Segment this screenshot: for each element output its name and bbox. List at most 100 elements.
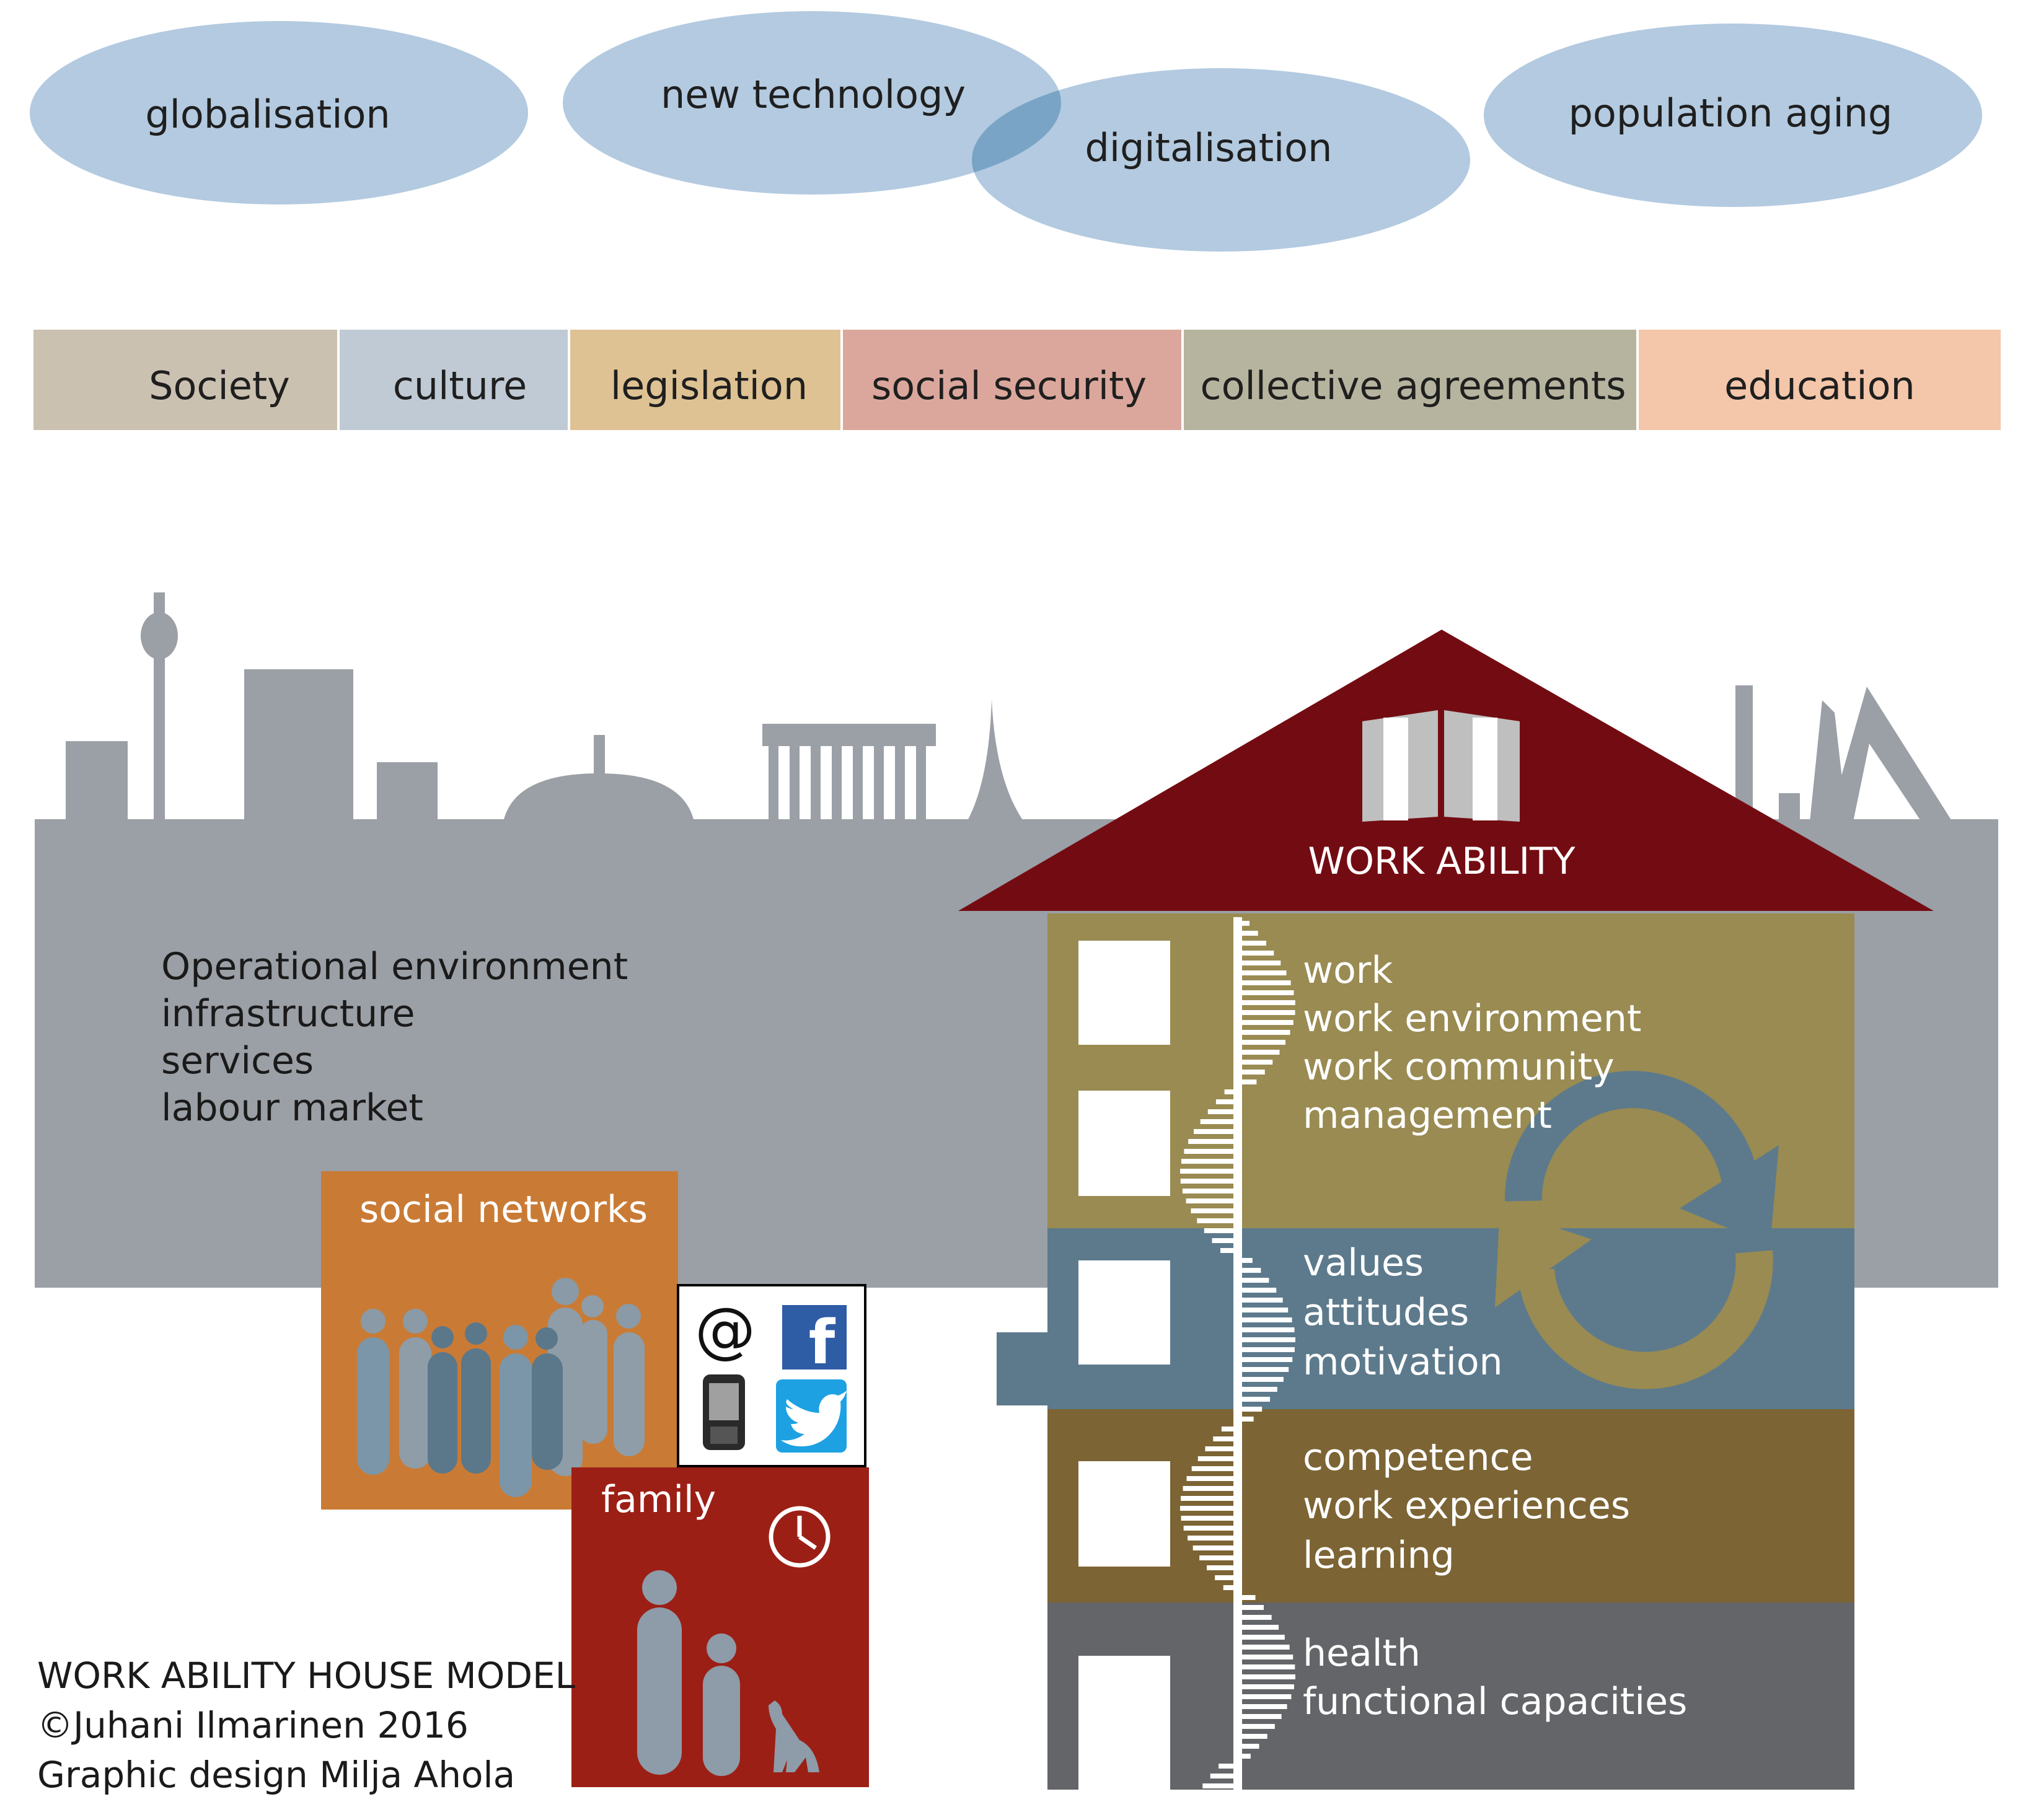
spine-bar — [1242, 1714, 1282, 1719]
spine-bar — [1242, 1734, 1267, 1739]
spine-bar — [1242, 1327, 1295, 1332]
floor-label-work-environment: work environment — [1303, 997, 1641, 1040]
force-ellipse-new-technology — [563, 11, 1061, 195]
house-spine — [1233, 917, 1242, 1790]
skyline-dome — [503, 773, 694, 822]
spine-bar — [1242, 1655, 1294, 1660]
facebook-icon: f — [782, 1305, 847, 1378]
floor-label-work: work — [1303, 949, 1393, 992]
family-title: family — [601, 1478, 716, 1521]
spine-bar — [1221, 1427, 1233, 1431]
force-ellipse-digitalisation — [972, 68, 1470, 252]
spine-bar — [1242, 1724, 1275, 1729]
spine-bar — [1181, 1159, 1233, 1164]
spine-bar — [1242, 1397, 1271, 1402]
family-figures-icon — [637, 1570, 819, 1776]
spine-bar — [1183, 1486, 1233, 1491]
house-windows — [1078, 941, 1170, 1790]
spine-bar — [1242, 1258, 1253, 1263]
floor-values-balcony — [997, 1332, 1052, 1405]
floor-label-functional-capacities: functional capacities — [1303, 1680, 1687, 1723]
band-collective-agreements — [1184, 330, 1636, 430]
spine-bar — [1197, 1456, 1233, 1461]
spine-bar — [1242, 1317, 1292, 1322]
force-label-digitalisation: digitalisation — [1085, 125, 1333, 170]
spine-bar — [1180, 1506, 1233, 1511]
book-icon — [1362, 710, 1520, 822]
svg-text:f: f — [809, 1308, 836, 1378]
society-band: Society culture legislation social secur… — [33, 330, 2001, 430]
floor-label-attitudes: attitudes — [1303, 1291, 1469, 1334]
spine-bar — [1182, 1189, 1233, 1194]
floor-health — [1047, 1602, 1854, 1790]
spine-bar — [1242, 1417, 1254, 1422]
window — [1078, 1260, 1170, 1365]
band-label-social-security: social security — [871, 363, 1147, 408]
spine-bar — [1242, 1050, 1280, 1055]
spine-bar — [1242, 1298, 1283, 1303]
band-society — [33, 330, 337, 430]
credits: WORK ABILITY HOUSE MODEL ©Juhani Ilmarin… — [37, 1655, 575, 1796]
spine-bar — [1180, 1169, 1233, 1174]
spine-bar — [1242, 1337, 1295, 1342]
force-label-population-aging: population aging — [1569, 90, 1893, 136]
spine-bar — [1242, 1377, 1284, 1382]
family-panel: family — [571, 1467, 869, 1787]
spine-bar — [1242, 1278, 1269, 1283]
spine-bar — [1242, 970, 1287, 975]
floor-label-health: health — [1303, 1632, 1421, 1675]
spine-bar — [1188, 1139, 1233, 1144]
spine-bar — [1181, 1516, 1233, 1521]
social-media-panel: @ f — [677, 1284, 866, 1467]
force-label-new-technology: new technology — [661, 72, 966, 117]
spine-bar — [1242, 1694, 1292, 1699]
spine-bar — [1242, 1605, 1264, 1610]
spine-bar — [1186, 1198, 1233, 1203]
spine-bar — [1242, 1347, 1295, 1352]
spine-bar — [1242, 1040, 1286, 1045]
floor-labels: work work environment work community man… — [1303, 949, 1687, 1723]
skyline-building — [377, 762, 438, 822]
credit-title: WORK ABILITY HOUSE MODEL — [37, 1655, 575, 1697]
spine-bar — [1242, 1367, 1289, 1372]
band-label-society: Society — [149, 363, 290, 408]
spine-bar — [1242, 1020, 1294, 1025]
floor-label-competence: competence — [1303, 1436, 1533, 1479]
window — [1078, 1091, 1170, 1196]
band-legislation — [570, 330, 840, 430]
band-education — [1639, 330, 2001, 430]
spine-bar — [1242, 961, 1281, 965]
spine-bar — [1242, 1754, 1251, 1759]
external-forces: globalisation new technology digitalisat… — [30, 11, 1982, 252]
force-ellipse-population-aging — [1484, 24, 1982, 207]
floor-label-learning: learning — [1303, 1534, 1455, 1577]
environment-labels: Operational environment infrastructure s… — [161, 945, 628, 1130]
band-label-culture: culture — [393, 363, 527, 408]
clock-icon — [769, 1506, 831, 1568]
renewal-arrows-icon — [1495, 1071, 1779, 1389]
spine-bar — [1242, 1744, 1259, 1749]
spine-bar — [1242, 1645, 1290, 1650]
credit-author: ©Juhani Ilmarinen 2016 — [37, 1704, 469, 1746]
skyline-spire — [967, 699, 1024, 822]
window — [1078, 1461, 1170, 1567]
spine-bar — [1207, 1565, 1233, 1570]
floor-label-management: management — [1303, 1094, 1552, 1137]
spine-bar — [1242, 1625, 1279, 1630]
spine-bar — [1242, 1030, 1290, 1035]
floor-label-values: values — [1303, 1241, 1424, 1285]
skyline-small-block — [1779, 793, 1800, 822]
spine-bar — [1181, 1496, 1233, 1501]
spine-bar — [1197, 1218, 1233, 1223]
spine-bar — [1242, 1000, 1295, 1005]
band-label-education: education — [1724, 363, 1915, 408]
floor-label-work-experiences: work experiences — [1303, 1484, 1630, 1528]
people-group-icon — [357, 1278, 645, 1497]
spine-bar — [1191, 1466, 1233, 1471]
spine-bar — [1192, 1545, 1233, 1550]
spine-bar — [1242, 931, 1258, 936]
skyline-colonnade-top — [762, 724, 936, 746]
spine-bar — [1183, 1526, 1233, 1531]
spine-bar — [1186, 1476, 1233, 1481]
environment-label-2: services — [161, 1039, 314, 1083]
